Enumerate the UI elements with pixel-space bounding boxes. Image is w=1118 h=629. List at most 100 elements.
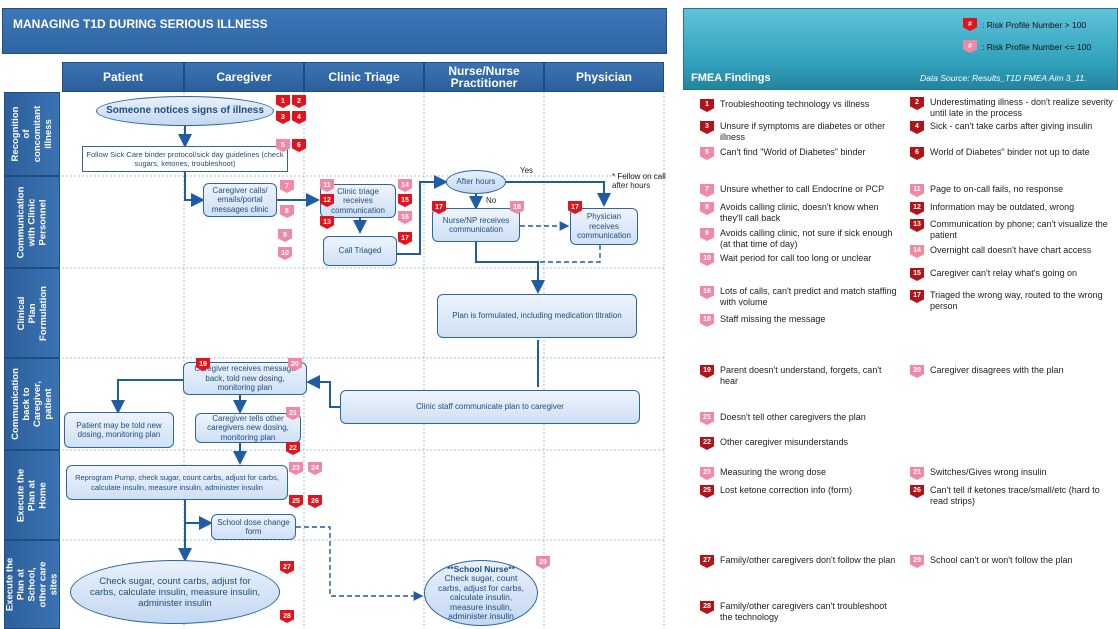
risk-badge: 23 — [289, 462, 303, 475]
finding-text: Family/other caregivers don't follow the… — [720, 555, 896, 565]
risk-badge: 10 — [278, 247, 292, 260]
finding-number-badge: 29 — [910, 555, 924, 568]
box-binder: Follow Sick Care binder protocol/sick da… — [82, 146, 288, 172]
risk-badge: 17 — [432, 201, 446, 214]
box-after-hours: After hours — [446, 170, 506, 194]
finding-number-badge: 6 — [910, 147, 924, 160]
risk-badge: 1 — [276, 95, 290, 108]
school-nurse-tasks: Check sugar, count carbs, adjust for car… — [438, 573, 524, 621]
box-nurse-receives: Nurse/NP receives communication — [432, 208, 520, 242]
box-school-form: School dose change form — [211, 514, 296, 540]
risk-badge: 19 — [196, 358, 210, 371]
box-school-nurse: **School Nurse** Check sugar, count carb… — [424, 560, 538, 626]
lane-physician: Physician — [544, 62, 664, 92]
row-communication-clinic: Communication with Clinic Personnel — [4, 176, 60, 268]
risk-badge: 22 — [286, 442, 300, 455]
finding-text: Sick - can't take carbs after giving ins… — [930, 121, 1093, 131]
finding-text: Measuring the wrong dose — [720, 467, 827, 477]
row-clinical-plan: Clinical Plan Formulation — [4, 268, 60, 358]
finding-text: Other caregiver misunderstands — [720, 437, 849, 447]
risk-badge: 8 — [280, 205, 294, 218]
finding-text: School can't or won't follow the plan — [930, 555, 1073, 565]
box-caregiver-calls: Caregiver calls/ emails/portal messages … — [203, 183, 277, 217]
finding-number-badge: 21 — [910, 467, 924, 480]
box-plan-formulated: Plan is formulated, including medication… — [437, 294, 637, 338]
finding-text: Doesn't tell other caregivers the plan — [720, 412, 866, 422]
label-no: No — [486, 196, 497, 205]
finding-number-badge: 17 — [910, 290, 924, 303]
finding-number-badge: 19 — [700, 365, 714, 378]
risk-badge: 28 — [280, 610, 294, 623]
finding-number-badge: 11 — [910, 184, 924, 197]
finding-text: Communication by phone; can't visualize … — [930, 219, 1108, 240]
finding-text: Parent doesn't understand, forgets, can'… — [720, 365, 882, 386]
risk-badge: 18 — [510, 201, 524, 214]
risk-badge: 5 — [276, 139, 290, 152]
finding-number-badge: 26 — [910, 485, 924, 498]
finding-number-badge: 28 — [700, 601, 714, 614]
finding-text: Switches/Gives wrong insulin — [930, 467, 1047, 477]
finding-number-badge: 9 — [700, 228, 714, 241]
legend-high-text: : Risk Profile Number > 100 — [982, 20, 1087, 30]
box-patient-told: Patient may be told new dosing, monitori… — [64, 412, 174, 448]
school-nurse-title: **School Nurse** — [446, 563, 516, 574]
risk-badge: 11 — [320, 179, 334, 192]
finding-number-badge: 27 — [700, 555, 714, 568]
box-notice: Someone notices signs of illness — [96, 96, 274, 126]
finding-text: Avoids calling clinic, doesn't know when… — [720, 202, 879, 223]
finding-text: Avoids calling clinic, not sure if sick … — [720, 228, 893, 249]
row-communication-back: Communication back to Caregiver, patient — [4, 358, 60, 450]
risk-badge: 12 — [320, 194, 334, 207]
finding-number-badge: 22 — [700, 437, 714, 450]
risk-badge: 27 — [280, 561, 294, 574]
finding-text: Troubleshooting technology vs illness — [720, 99, 870, 109]
box-caregiver-tells: Caregiver tells other caregivers new dos… — [195, 413, 301, 443]
label-fellow: * Fellow on call after hours — [612, 172, 666, 190]
finding-text: Information may be outdated, wrong — [930, 202, 1075, 212]
risk-badge: 9 — [278, 229, 292, 242]
diagram-connectors — [62, 92, 665, 629]
finding-number-badge: 8 — [700, 202, 714, 215]
risk-badge: 29 — [536, 556, 550, 569]
finding-text: Caregiver disagrees with the plan — [930, 365, 1064, 375]
finding-text: Page to on-call fails, no response — [930, 184, 1064, 194]
legend-low-badge: # — [963, 40, 977, 53]
lane-patient: Patient — [62, 62, 184, 92]
finding-number-badge: 1 — [700, 99, 714, 112]
finding-number-badge: 16 — [700, 286, 714, 299]
finding-number-badge: 13 — [910, 219, 924, 232]
row-recognition: Recognition of concomitant illness — [4, 92, 60, 176]
fmea-title: FMEA Findings — [691, 72, 771, 84]
finding-text: Can't find "World of Diabetes" binder — [720, 147, 866, 157]
risk-badge: 14 — [398, 179, 412, 192]
box-call-triaged: Call Triaged — [323, 236, 397, 266]
row-execute-home: Execute the Plan at Home — [4, 450, 60, 540]
finding-text: Family/other caregivers can't troublesho… — [720, 601, 887, 622]
finding-number-badge: 12 — [910, 202, 924, 215]
box-reprogram: Reprogram Pump, check sugar, count carbs… — [66, 465, 288, 500]
finding-number-badge: 7 — [700, 184, 714, 197]
finding-text: Caregiver can't relay what's going on — [930, 268, 1078, 278]
box-triage-receives: Clinic triage receives communication — [320, 184, 396, 218]
legend-low-text: : Risk Profile Number <= 100 — [982, 42, 1092, 52]
risk-badge: 6 — [292, 139, 306, 152]
fmea-header — [683, 8, 1118, 90]
finding-number-badge: 21 — [700, 412, 714, 425]
box-clinic-communicate: Clinic staff communicate plan to caregiv… — [340, 390, 640, 424]
legend-high-badge: # — [963, 18, 977, 31]
risk-badge: 15 — [398, 194, 412, 207]
finding-number-badge: 15 — [910, 268, 924, 281]
finding-text: Underestimating illness - don't realize … — [930, 97, 1113, 118]
risk-badge: 13 — [320, 216, 334, 229]
finding-text: Unsure whether to call Endocrine or PCP — [720, 184, 885, 194]
risk-badge: 4 — [292, 111, 306, 124]
finding-text: Overnight call doesn't have chart access — [930, 245, 1092, 255]
finding-number-badge: 10 — [700, 253, 714, 266]
risk-badge: 17 — [398, 232, 412, 245]
risk-badge: 16 — [398, 211, 412, 224]
finding-text: Wait period for call too long or unclear — [720, 253, 872, 263]
lane-nurse: Nurse/Nurse Practitioner — [424, 62, 544, 92]
risk-badge: 21 — [286, 407, 300, 420]
label-yes: Yes — [520, 166, 534, 175]
finding-text: Triaged the wrong way, routed to the wro… — [930, 290, 1103, 311]
